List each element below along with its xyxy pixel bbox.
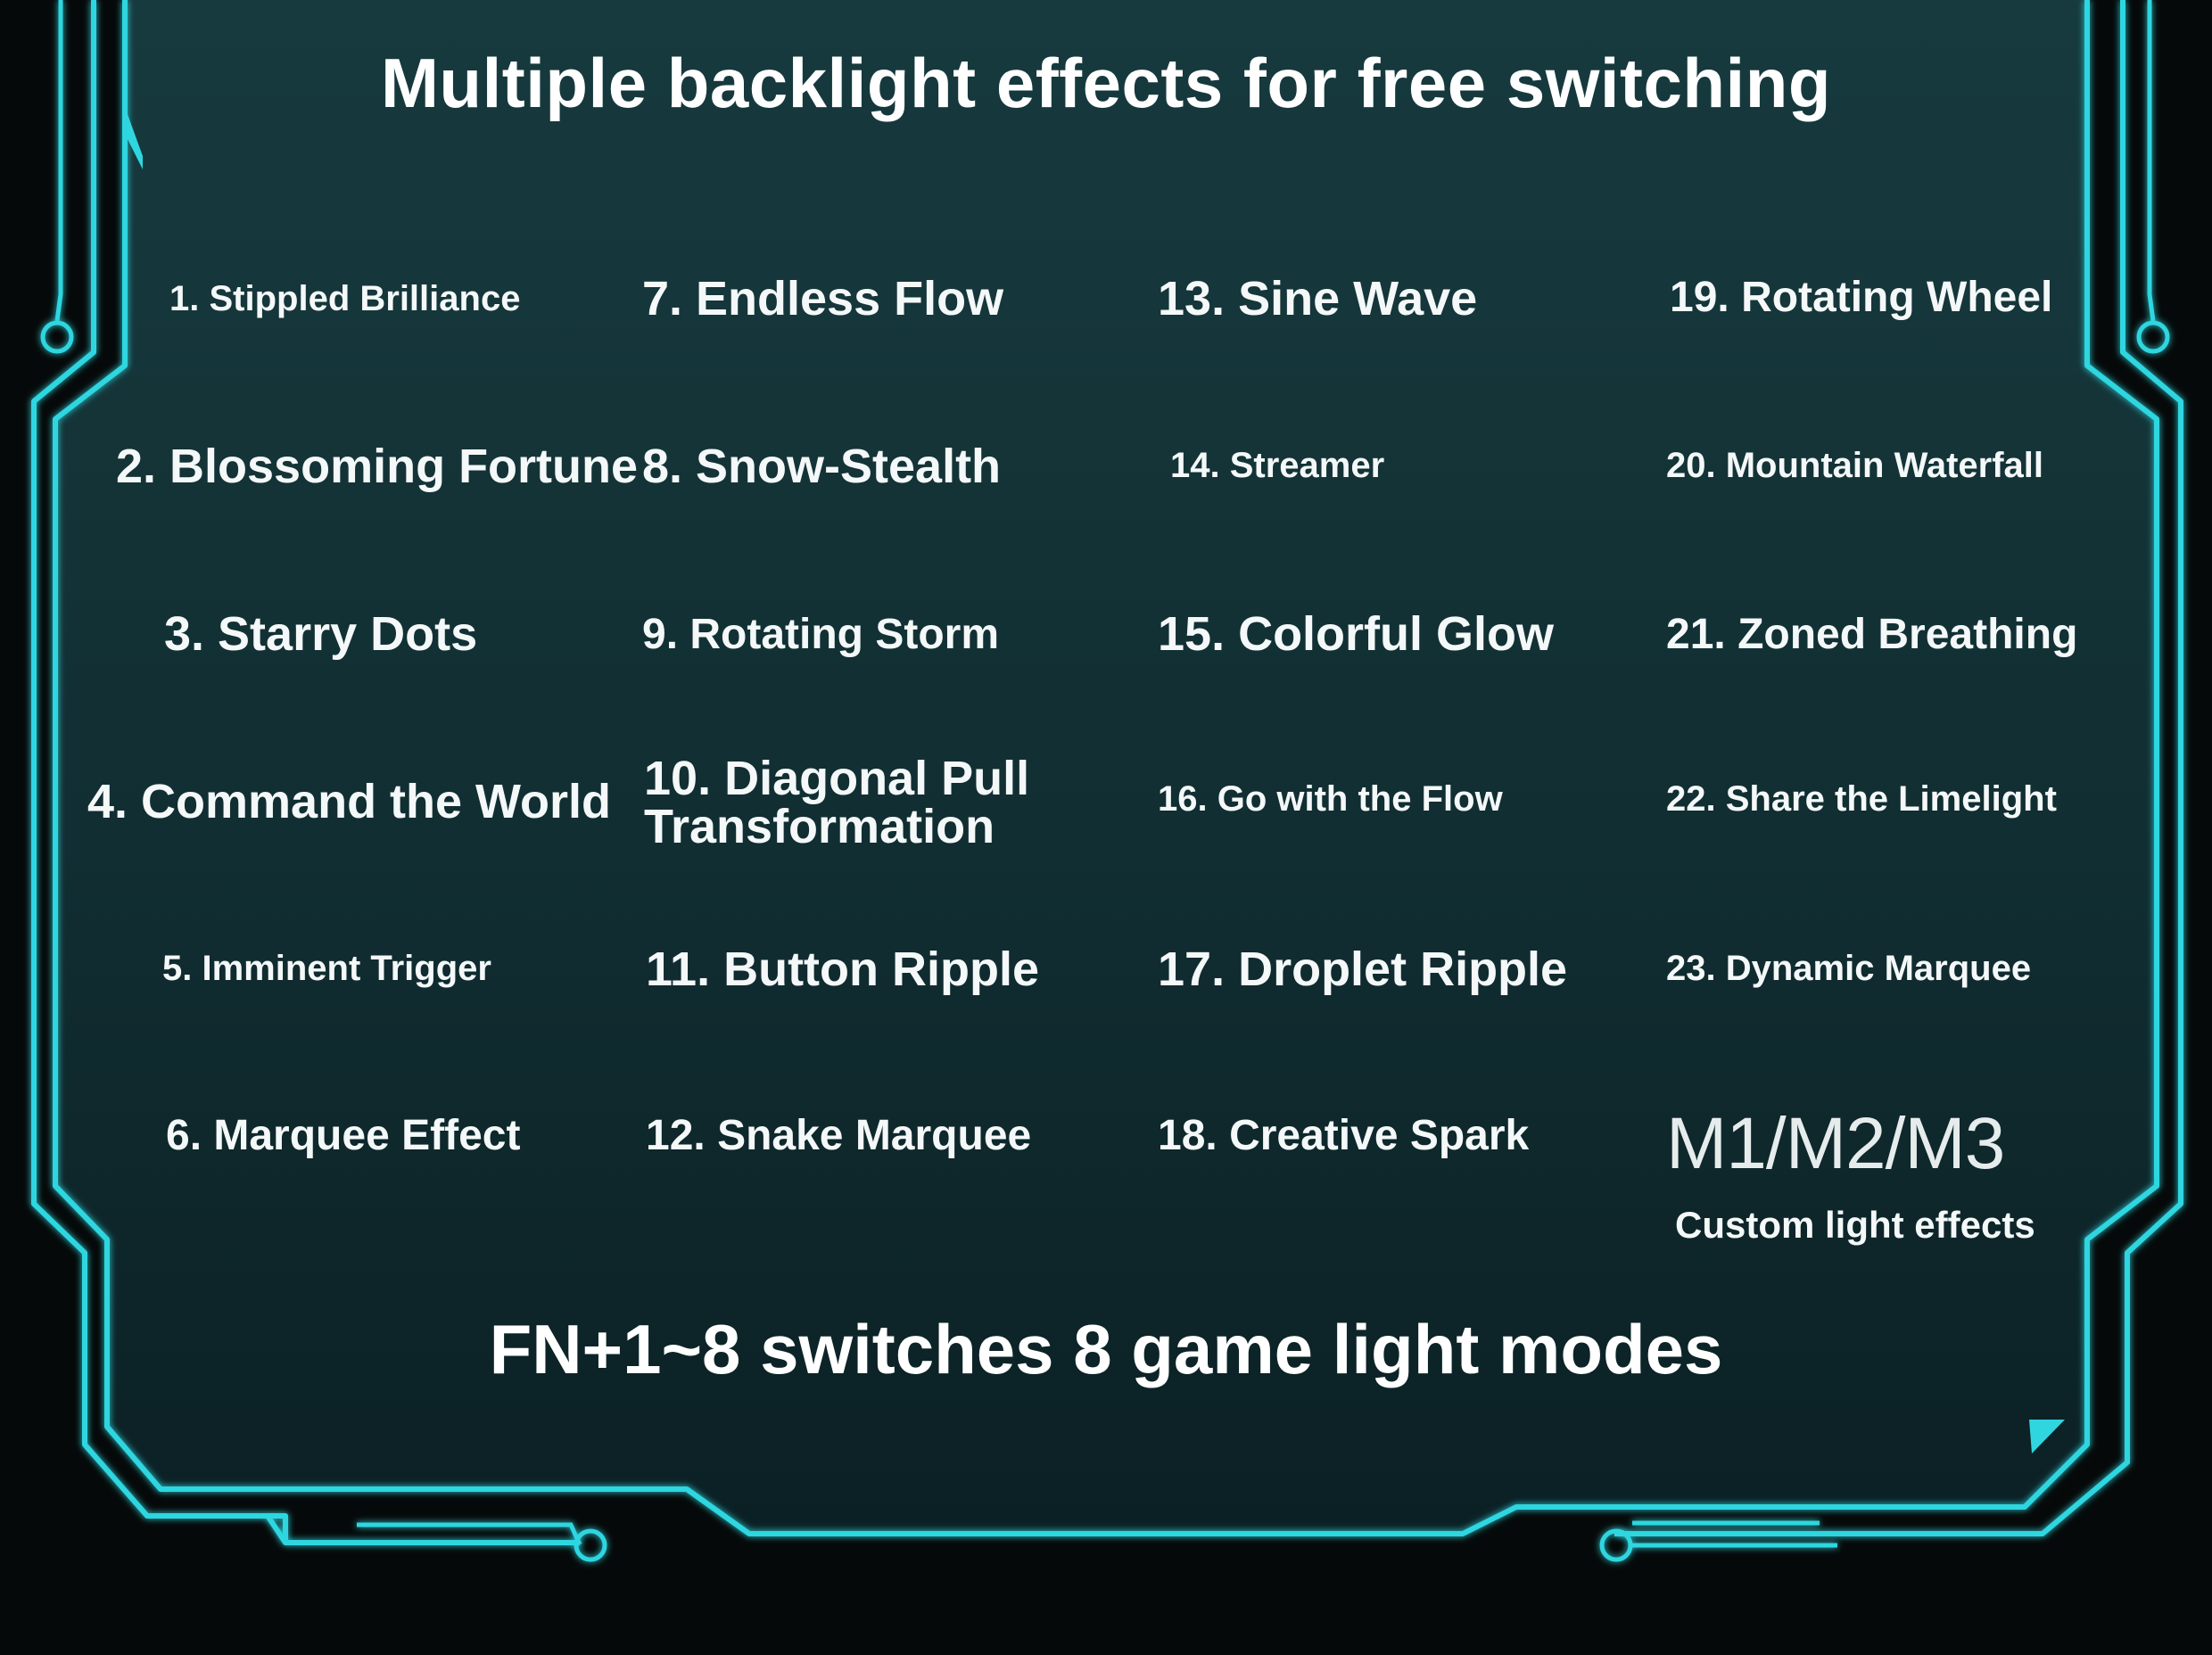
effect-11: 11. Button Ripple <box>646 943 1040 996</box>
effect-8: 8. Snow-Stealth <box>642 440 1002 493</box>
footer-caption: FN+1~8 switches 8 game light modes <box>489 1310 1723 1388</box>
accent-wedge-top-left <box>125 107 143 169</box>
main-panel <box>55 0 2157 1534</box>
effect-18: 18. Creative Spark <box>1158 1112 1530 1159</box>
effect-5: 5. Imminent Trigger <box>162 949 491 988</box>
effect-16: 16. Go with the Flow <box>1158 779 1503 819</box>
custom-modes-label: Custom light effects <box>1675 1204 2035 1246</box>
effect-13: 13. Sine Wave <box>1158 272 1478 325</box>
effect-3: 3. Starry Dots <box>164 607 478 661</box>
terminal-bottom-left <box>574 1528 607 1562</box>
effect-9: 9. Rotating Storm <box>642 611 1000 658</box>
effect-19: 19. Rotating Wheel <box>1670 274 2053 321</box>
frame-bottom-left <box>265 1514 288 1544</box>
terminal-right <box>2136 320 2170 354</box>
effect-17: 17. Droplet Ripple <box>1158 943 1568 996</box>
custom-modes-code: M1/M2/M3 <box>1666 1103 2005 1184</box>
effect-15: 15. Colorful Glow <box>1158 607 1555 661</box>
effect-20: 20. Mountain Waterfall <box>1666 446 2044 485</box>
effect-2: 2. Blossoming Fortune <box>116 440 639 493</box>
effect-14: 14. Streamer <box>1170 446 1385 485</box>
terminal-left <box>40 320 74 354</box>
effect-6: 6. Marquee Effect <box>166 1112 521 1159</box>
effect-7: 7. Endless Flow <box>642 272 1004 325</box>
frame-inner-right <box>1909 0 2183 1536</box>
effect-12: 12. Snake Marquee <box>646 1112 1032 1159</box>
accent-wedge-bottom-right <box>2029 1420 2065 1453</box>
effect-22: 22. Share the Limelight <box>1666 779 2057 819</box>
effect-4: 4. Command the World <box>87 775 612 828</box>
frame-inner-left <box>31 0 580 1545</box>
effect-23: 23. Dynamic Marquee <box>1666 949 2032 988</box>
effect-10: 10. Diagonal Pull Transformation <box>644 752 1030 853</box>
frame-left <box>53 0 2159 1536</box>
effect-1: 1. Stippled Brilliance <box>169 279 521 318</box>
effect-21: 21. Zoned Breathing <box>1666 611 2078 658</box>
page-title: Multiple backlight effects for free swit… <box>380 44 1832 122</box>
